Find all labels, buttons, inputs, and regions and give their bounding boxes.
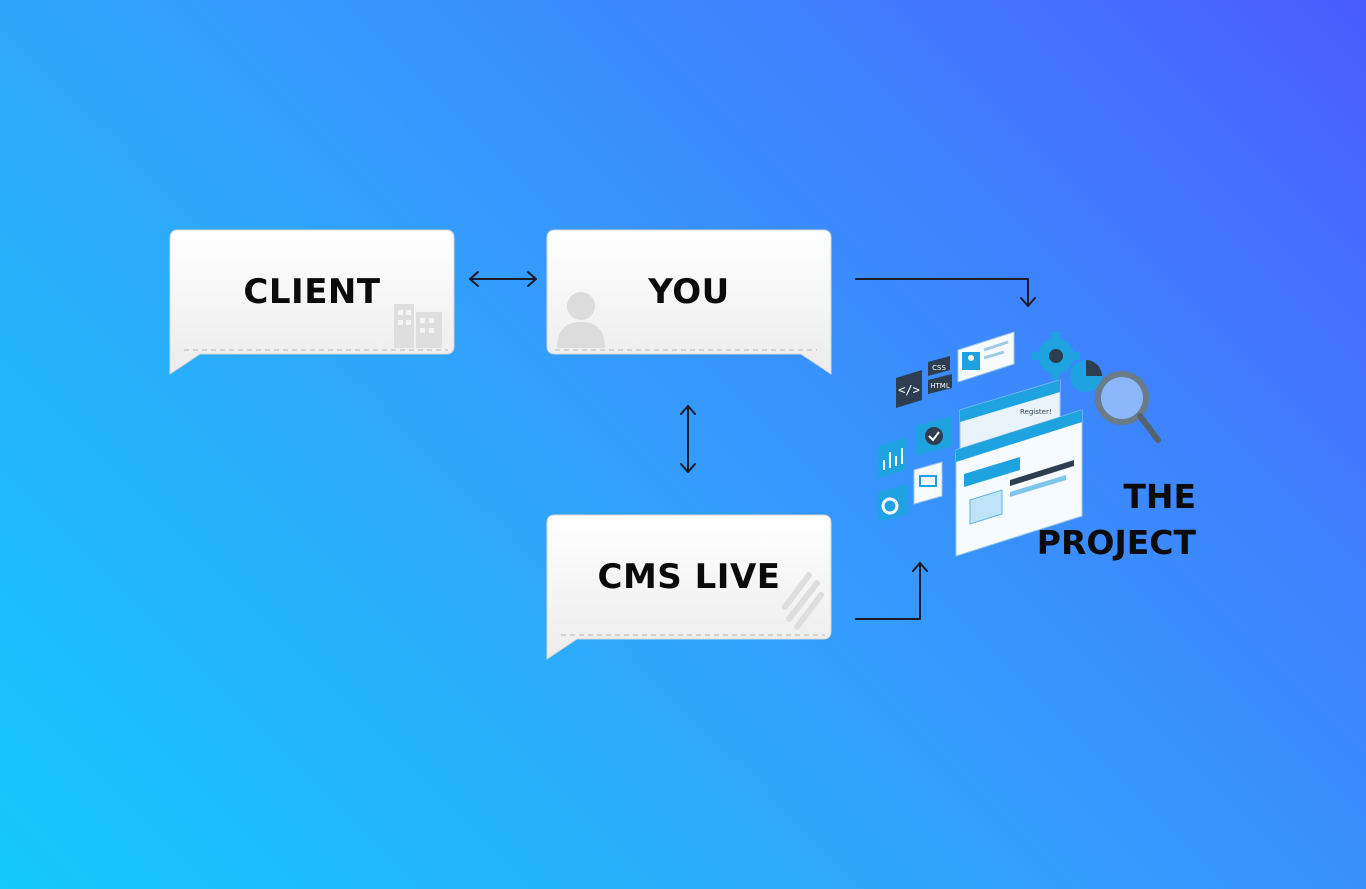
cms-live-label: CMS LIVE <box>597 557 781 597</box>
you-cms-arrow <box>680 405 696 473</box>
building-icon <box>394 304 442 348</box>
client-bubble-shape <box>169 229 455 375</box>
html-badge: HTML <box>928 374 952 394</box>
pie-chart-icon <box>1070 360 1102 392</box>
svg-text:CSS: CSS <box>932 364 946 372</box>
stripes-icon <box>782 572 824 630</box>
profile-card-icon <box>957 331 1015 383</box>
you-node: YOU <box>546 229 832 376</box>
register-text: Register! <box>1020 408 1052 416</box>
donut-widget <box>878 484 908 522</box>
you-label: YOU <box>648 272 730 312</box>
cart-widget <box>913 461 943 505</box>
svg-text:HTML: HTML <box>930 382 950 390</box>
you-project-arrow <box>855 278 1036 307</box>
client-node: CLIENT <box>169 229 455 376</box>
cms-bubble-shape <box>546 514 832 660</box>
project-title-line1: THE <box>1123 477 1196 516</box>
client-label: CLIENT <box>243 272 381 312</box>
check-widget <box>916 416 952 456</box>
project-title: THE PROJECT <box>1000 474 1196 566</box>
you-bubble-shape <box>546 229 832 375</box>
code-icon: </> <box>896 370 922 408</box>
project-title-line2: PROJECT <box>1036 523 1196 562</box>
cms-live-node: CMS LIVE <box>546 514 832 661</box>
client-you-arrow <box>469 271 537 287</box>
project-illustration: </> CSS HTML Register! <box>878 331 1161 557</box>
cms-project-arrow <box>855 562 928 620</box>
bar-chart-widget <box>878 438 906 478</box>
magnifier-icon <box>1095 371 1161 443</box>
user-icon <box>557 292 605 348</box>
main-window <box>955 409 1083 557</box>
svg-text:</>: </> <box>898 383 920 397</box>
css-badge: CSS <box>928 356 950 376</box>
gear-icon <box>1032 332 1080 380</box>
